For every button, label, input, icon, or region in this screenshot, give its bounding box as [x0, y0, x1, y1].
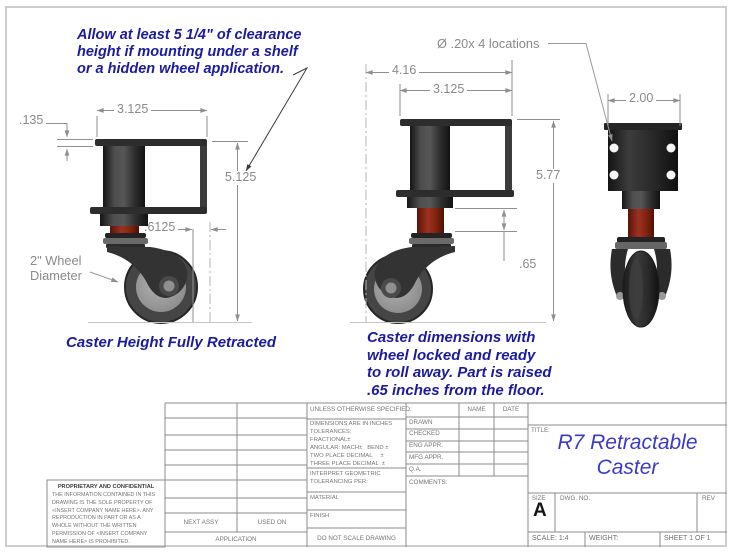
- extended-caption: Caster dimensions with wheel locked and …: [367, 329, 552, 399]
- tb-comments: COMMENTS:: [409, 479, 448, 486]
- left-view-caster: [90, 139, 207, 324]
- retracted-caption: Caster Height Fully Retracted: [66, 334, 277, 351]
- tb-row-drawn: DRAWN: [409, 419, 433, 426]
- tb-sheet: SHEET 1 OF 1: [664, 535, 711, 542]
- tb-tolerances: DIMENSIONS ARE IN INCHES TOLERANCES: FRA…: [310, 421, 393, 467]
- dim-raise-height: .65: [519, 257, 537, 271]
- tb-finish: FINISH: [310, 513, 330, 519]
- dim-retract-offset: .6125: [144, 220, 176, 234]
- tb-used-on: USED ON: [257, 519, 287, 526]
- tb-name-col: NAME: [467, 406, 486, 413]
- leader-lines: [89, 43, 613, 283]
- tb-size-value: A: [533, 500, 547, 521]
- tb-row-eng-appr: ENG APPR.: [409, 442, 443, 449]
- dim-bracket-depth: 2.00: [626, 91, 657, 106]
- tb-size-label: SIZE: [532, 496, 546, 502]
- clearance-note: Allow at least 5 1/4" of clearance heigh…: [77, 27, 302, 78]
- dim-bracket-width-mid: 3.125: [430, 82, 468, 97]
- tb-title-label: TITLE:: [531, 427, 550, 434]
- tb-proprietary-body: THE INFORMATION CONTAINED IN THIS DRAWIN…: [52, 492, 156, 545]
- tb-scale: SCALE: 1:4: [532, 535, 569, 542]
- tb-interpret: INTERPRET GEOMETRIC TOLERANCING PER:: [310, 471, 381, 485]
- tb-rev-label: REV: [702, 495, 715, 502]
- tb-application: APPLICATION: [215, 536, 257, 543]
- tb-row-mfg-appr: MFG APPR.: [409, 454, 444, 461]
- tb-unless-otherwise: UNLESS OTHERWISE SPECIFIED:: [310, 406, 412, 413]
- wheel-diameter-label: 2" Wheel Diameter: [30, 253, 82, 284]
- tb-next-assy: NEXT ASSY: [183, 519, 219, 526]
- tb-do-not-scale: DO NOT SCALE DRAWING: [317, 535, 396, 542]
- dim-plate-thickness: .135: [19, 113, 44, 127]
- middle-view-caster: [363, 119, 514, 324]
- dim-overall-width: 4.16: [389, 63, 420, 78]
- title-block-grid: [46, 402, 727, 548]
- hole-pattern-callout: Ø .20x 4 locations: [437, 36, 540, 51]
- tb-material: MATERIAL: [310, 495, 340, 501]
- sheet-border: [5, 6, 727, 547]
- tb-proprietary-title: PROPRIETARY AND CONFIDENTIAL: [57, 484, 155, 490]
- tb-dwg-label: DWG. NO.: [560, 495, 591, 502]
- right-view-caster: [604, 123, 682, 328]
- dim-height-retracted: 5.125: [222, 170, 260, 185]
- drawing-title: R7 Retractable Caster: [557, 431, 698, 479]
- dim-height-extended: 5.77: [533, 168, 564, 183]
- tb-row-qa: Q.A.: [409, 466, 422, 473]
- tb-date-col: DATE: [502, 406, 520, 413]
- dim-bracket-width-left: 3.125: [114, 102, 152, 117]
- tb-row-checked: CHECKED: [409, 430, 440, 437]
- tb-weight: WEIGHT:: [589, 535, 619, 542]
